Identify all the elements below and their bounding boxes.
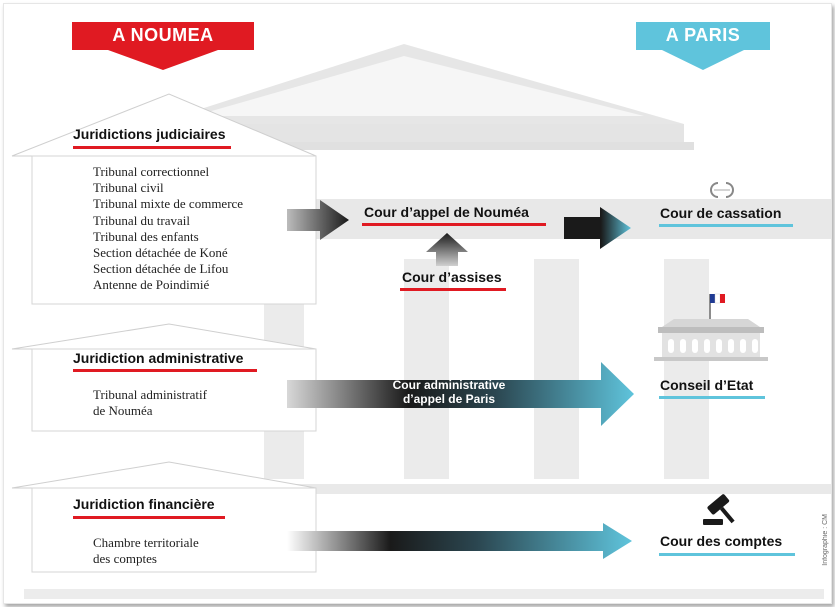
- gavel-icon: [703, 494, 735, 525]
- court-cassation: Cour de cassation: [660, 205, 782, 221]
- court-assises: Cour d’assises: [402, 269, 502, 285]
- list-item: Tribunal du travail: [93, 212, 191, 228]
- cassation-underline: [659, 224, 793, 227]
- list-item: Tribunal des enfants: [93, 228, 199, 244]
- comptes-underline: [659, 553, 795, 556]
- arrow-to-appel: [287, 200, 349, 240]
- noumea-header: A NOUMEA: [112, 25, 214, 45]
- arrow-financiere: [287, 523, 632, 559]
- financiere-underline: [73, 516, 225, 519]
- administrative-arrow-label: Cour administrative d’appel de Paris: [384, 378, 514, 406]
- noumea-header-banner: [72, 22, 254, 70]
- appel-underline: [362, 223, 546, 226]
- arrows-layer: [287, 200, 634, 559]
- arrow-label-line-1: Cour administrative: [392, 378, 506, 392]
- diagram-frame: A NOUMEA A PARIS Juridictions judiciaire…: [3, 3, 832, 604]
- list-item: Section détachée de Lifou: [93, 261, 229, 277]
- court-conseil-etat: Conseil d’Etat: [660, 377, 754, 393]
- conseil-etat-building-icon: [654, 293, 768, 361]
- cassation-emblem-icon: [710, 182, 734, 198]
- arrow-to-cassation: [564, 207, 631, 249]
- assises-underline: [400, 288, 506, 291]
- list-item: Tribunal mixte de commerce: [93, 196, 244, 212]
- administrative-underline: [73, 369, 257, 372]
- list-item: Tribunal civil: [93, 180, 164, 196]
- arrow-label-line-2: d’appel de Paris: [402, 392, 496, 406]
- administrative-building: [11, 323, 317, 432]
- judiciaire-building: [11, 93, 317, 305]
- court-comptes: Cour des comptes: [660, 533, 783, 549]
- judiciaire-underline: [73, 146, 231, 149]
- paris-header-banner: [636, 22, 770, 70]
- paris-header: A PARIS: [665, 25, 741, 45]
- court-appel-noumea: Cour d’appel de Nouméa: [364, 204, 529, 220]
- arrow-administrative: [287, 362, 634, 426]
- list-item: Tribunal administratif: [93, 387, 207, 402]
- list-item: Chambre territoriale: [93, 535, 199, 550]
- administrative-title: Juridiction administrative: [73, 350, 244, 366]
- credit: Infographie : CM: [822, 514, 829, 566]
- list-item: Tribunal correctionnel: [93, 164, 210, 179]
- list-item: de Nouméa: [93, 403, 153, 419]
- list-item: Antenne de Poindimié: [93, 277, 210, 293]
- conseil-etat-underline: [659, 396, 765, 399]
- list-item: des comptes: [93, 551, 157, 567]
- judiciaire-title: Juridictions judiciaires: [73, 126, 226, 142]
- financiere-title: Juridiction financière: [73, 496, 215, 512]
- arrow-assises-up: [426, 233, 468, 266]
- list-item: Section détachée de Koné: [93, 245, 228, 261]
- financiere-building: [11, 461, 317, 573]
